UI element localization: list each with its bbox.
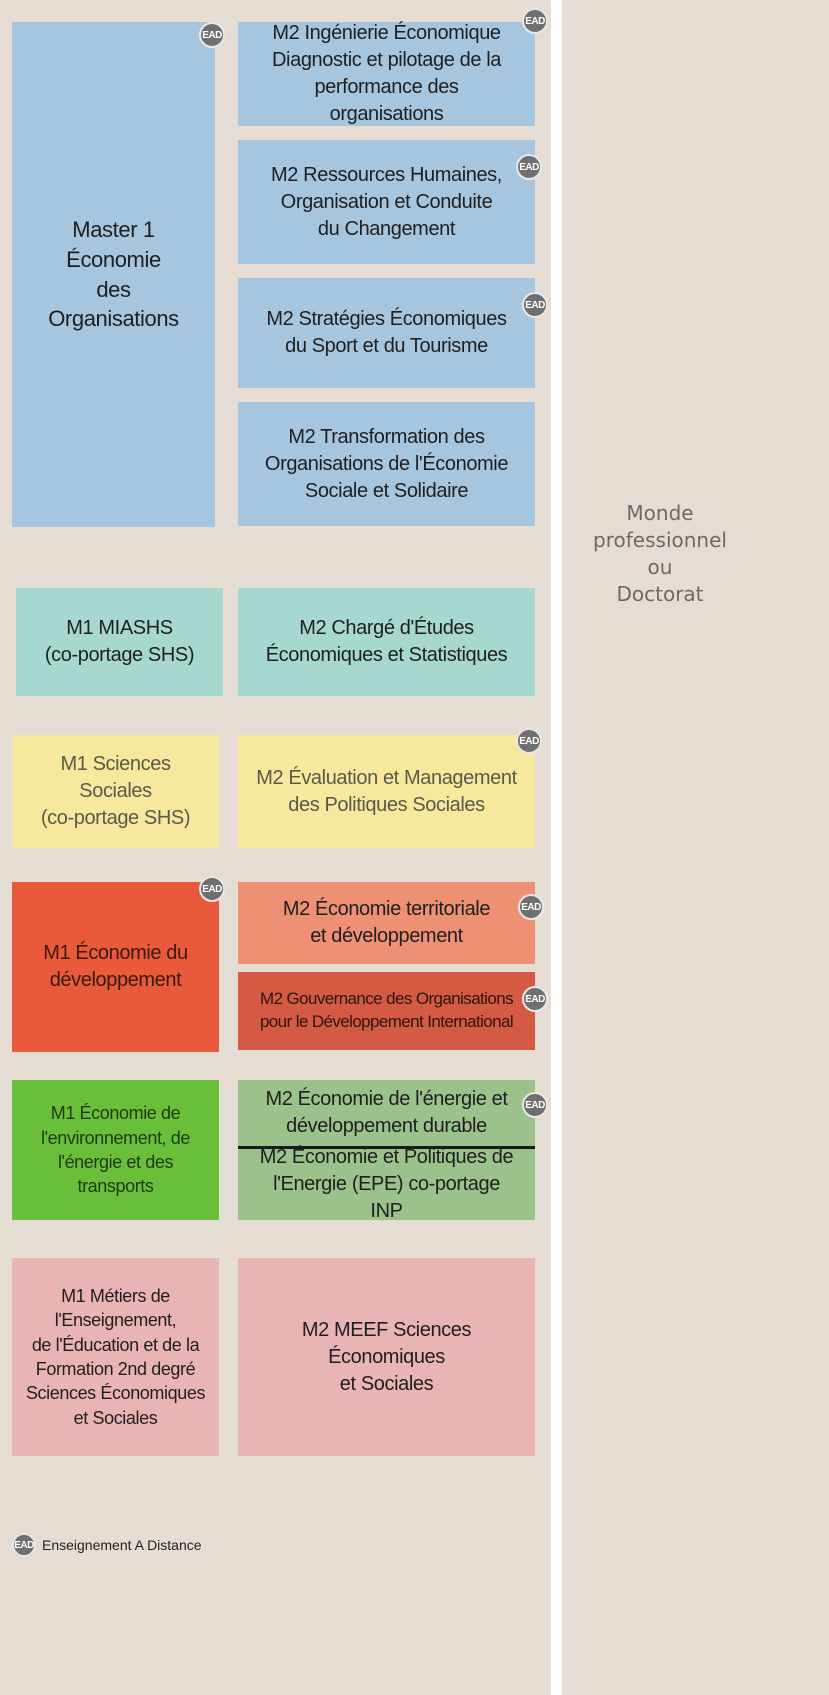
m2-label: M2 MEEF Sciences Économiques et Sociales	[301, 1318, 472, 1395]
m2-gouvernance-organisations: M2 Gouvernance des Organisations pour le…	[238, 972, 535, 1050]
m2-ingenierie-economique: M2 Ingénierie Économique Diagnostic et p…	[238, 22, 535, 126]
m2-economie-politiques-energie: M2 Économie et Politiques de l'Energie (…	[238, 1146, 535, 1222]
m2-label: M2 Économie territoriale et développemen…	[282, 898, 491, 947]
m1-meef: M1 Métiers de l'Enseignement, de l'Éduca…	[12, 1258, 219, 1456]
m2-strategies-sport-tourisme: M2 Stratégies Économiques du Sport et du…	[238, 278, 535, 388]
m2-ressources-humaines: M2 Ressources Humaines, Organisation et …	[238, 140, 535, 264]
ead-icon: EAD	[522, 292, 548, 318]
m1-label: M1 MIASHS (co-portage SHS)	[44, 617, 195, 666]
ead-icon: EAD	[199, 876, 225, 902]
legend-text: Enseignement A Distance	[42, 1537, 202, 1553]
m2-label: M2 Chargé d'Études Économiques et Statis…	[265, 617, 508, 666]
m2-label: M2 Gouvernance des Organisations pour le…	[259, 989, 514, 1031]
m2-charge-etudes: M2 Chargé d'Études Économiques et Statis…	[238, 588, 535, 696]
m2-label: M2 Économie de l'énergie et développemen…	[265, 1088, 508, 1137]
ead-icon: EAD	[522, 1092, 548, 1118]
m1-label: M1 Métiers de l'Enseignement, de l'Éduca…	[25, 1286, 206, 1428]
m2-label: M2 Ingénierie Économique Diagnostic et p…	[272, 22, 501, 125]
m1-economie-environnement: M1 Économie de l'environnement, de l'éne…	[12, 1080, 219, 1220]
outcome-column	[562, 0, 829, 1695]
legend: EAD Enseignement A Distance	[12, 1533, 202, 1557]
m2-evaluation-management: M2 Évaluation et Management des Politiqu…	[238, 735, 535, 848]
m1-label: M1 Économie du développement	[43, 942, 188, 991]
m1-economie-developpement: M1 Économie du développement	[12, 882, 219, 1052]
m2-label: M2 Ressources Humaines, Organisation et …	[271, 163, 502, 240]
m2-meef-ses: M2 MEEF Sciences Économiques et Sociales	[238, 1258, 535, 1456]
ead-icon: EAD	[522, 8, 548, 34]
m2-label: M2 Évaluation et Management des Politiqu…	[256, 766, 517, 816]
m2-energie-developpement-durable: M2 Économie de l'énergie et développemen…	[238, 1080, 535, 1146]
section-divider	[238, 1146, 535, 1149]
m2-label: M2 Stratégies Économiques du Sport et du…	[266, 308, 507, 357]
ead-icon: EAD	[516, 154, 542, 180]
m2-label: M2 Économie et Politiques de l'Energie (…	[259, 1146, 514, 1222]
m1-sciences-sociales: M1 Sciences Sociales (co-portage SHS)	[12, 735, 219, 848]
m2-economie-territoriale: M2 Économie territoriale et développemen…	[238, 882, 535, 964]
m1-label: M1 Économie de l'environnement, de l'éne…	[41, 1103, 190, 1197]
m1-miashs: M1 MIASHS (co-portage SHS)	[16, 588, 223, 696]
outcome-label: Monde professionnel ou Doctorat	[593, 501, 727, 606]
ead-icon: EAD	[199, 22, 225, 48]
ead-icon: EAD	[516, 728, 542, 754]
ead-icon: EAD	[518, 894, 544, 920]
ead-icon: EAD	[12, 1533, 36, 1557]
m2-label: M2 Transformation des Organisations de l…	[264, 425, 509, 502]
m2-transformation-ess: M2 Transformation des Organisations de l…	[238, 402, 535, 526]
m1-economie-organisations: Master 1 Économie des Organisations	[12, 22, 215, 527]
ead-icon: EAD	[522, 986, 548, 1012]
m1-label: M1 Sciences Sociales (co-portage SHS)	[40, 753, 191, 829]
m1-label: Master 1 Économie des Organisations	[48, 217, 179, 332]
